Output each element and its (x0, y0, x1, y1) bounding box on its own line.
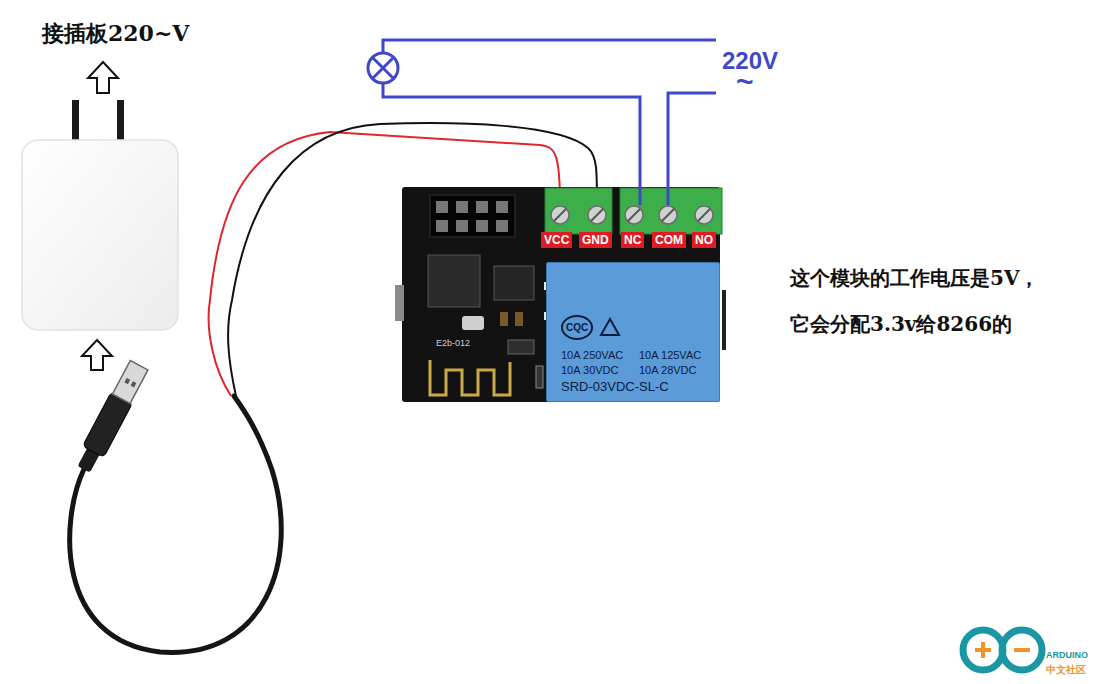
usb-plug (73, 360, 150, 475)
crystal (462, 316, 484, 330)
note-text: 它会分配3.3v给8266的 (790, 312, 1012, 336)
terminal-label: NO (692, 232, 716, 248)
relay-rating: 10A 28VDC (639, 364, 696, 377)
plug-prong (72, 100, 79, 142)
plug-prong (117, 100, 124, 142)
cert-triangle-shape (601, 319, 619, 335)
terminal-block (620, 188, 722, 234)
terminal-text: VCC (544, 233, 569, 247)
diode (536, 366, 543, 388)
cert-triangle (599, 317, 621, 337)
terminal-text: GND (582, 233, 609, 247)
capacitor (515, 312, 523, 326)
terminal-screws (551, 206, 713, 224)
ac-symbol: ~ (736, 64, 754, 100)
terminal-label: VCC (541, 232, 572, 248)
note-text: 这个模块的工作电压是5V， (790, 266, 1039, 290)
terminal-text: COM (655, 233, 683, 247)
mains-wiring (383, 40, 716, 205)
flash-chip (494, 266, 534, 300)
relay-body: CQC 10A 250VAC 10A 125VAC 10A 30VDC 10A 28VD… (546, 262, 720, 402)
capacitor (500, 312, 508, 326)
watermark-text: 中文社区 (1046, 664, 1086, 676)
arduino-logo (963, 630, 1042, 670)
module-board (402, 187, 720, 402)
terminal-text: NO (695, 233, 713, 247)
up-arrow (88, 62, 118, 93)
lamp-symbol (368, 53, 398, 83)
pcb-antenna (430, 360, 510, 395)
board-marking: E2b-012 (436, 338, 470, 349)
relay-pin (722, 290, 726, 350)
terminal-label: GND (579, 232, 612, 248)
terminal-block (545, 188, 612, 234)
push-button (395, 285, 404, 321)
terminal-label: COM (652, 232, 686, 248)
relay-model: SRD-03VDC-SL-C (561, 380, 669, 393)
esp8266-chip (428, 255, 480, 307)
terminal-label: NC (621, 232, 644, 248)
relay-rating: 10A 30VDC (561, 364, 618, 377)
cert-mark: CQC (561, 315, 593, 340)
relay-rating: 10A 250VAC (561, 349, 623, 362)
terminal-text: NC (624, 233, 641, 247)
screw-slots (554, 209, 710, 221)
transistor (508, 340, 534, 354)
watermark-text: ARDUINO (1046, 650, 1088, 661)
pin-header (430, 195, 515, 237)
relay-rating: 10A 125VAC (639, 349, 701, 362)
usb-charger (22, 140, 178, 330)
power-source-label: 接插板220~V (42, 20, 189, 46)
up-arrow (82, 340, 112, 370)
logo-signs (975, 642, 1030, 658)
